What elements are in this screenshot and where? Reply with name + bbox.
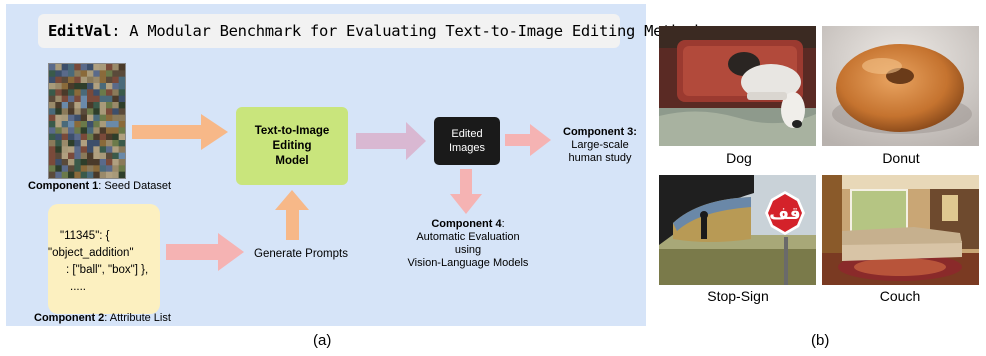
panel-a-label: (a)	[313, 332, 332, 349]
donut-caption: Donut	[882, 150, 920, 166]
arrow-attribute-to-prompts	[166, 233, 244, 271]
attribute-list-box: "11345": { "object_addition" : ["ball", …	[48, 204, 160, 314]
attribute-code-line1: "11345": {	[60, 230, 110, 242]
couch-photo	[822, 175, 979, 285]
title-bold: EditVal	[48, 22, 112, 40]
arrow-model-to-edited	[356, 122, 426, 160]
arrow-prompts-to-model	[275, 190, 309, 240]
stop-sign-photo: قف	[659, 175, 816, 285]
couch-caption: Couch	[879, 288, 921, 304]
component3-label: Component 3: Large-scale human study	[563, 126, 637, 164]
dog-photo	[659, 26, 816, 146]
dog-caption: Dog	[726, 150, 752, 166]
arrow-seed-to-model	[132, 114, 228, 150]
donut-photo	[822, 26, 979, 146]
component4-label: Component 4: Automatic Evaluation using …	[407, 218, 529, 269]
stop-sign-caption: Stop-Sign	[707, 288, 769, 304]
stop-sign-text: قف	[769, 204, 800, 224]
seed-dataset-mosaic	[48, 63, 126, 179]
panel-b-label: (b)	[811, 332, 830, 349]
arrows-layer	[132, 114, 551, 271]
arrow-edited-to-component4	[450, 169, 482, 214]
generate-prompts-label: Generate Prompts	[254, 248, 348, 260]
attribute-code-line3: : ["ball", "box"] },	[66, 264, 149, 276]
attribute-code-line2: "object_addition"	[48, 247, 134, 259]
component2-label: Component 2: Attribute List	[34, 312, 171, 324]
arrow-edited-to-component3	[505, 124, 551, 156]
diagram-title: EditVal: A Modular Benchmark for Evaluat…	[38, 14, 708, 48]
attribute-code-line4: .....	[70, 281, 86, 293]
component1-label: Component 1: Seed Dataset	[28, 180, 172, 192]
diagram-panel-a: EditVal: A Modular Benchmark for Evaluat…	[6, 4, 708, 326]
title-rest: : A Modular Benchmark for Evaluating Tex…	[111, 22, 708, 40]
